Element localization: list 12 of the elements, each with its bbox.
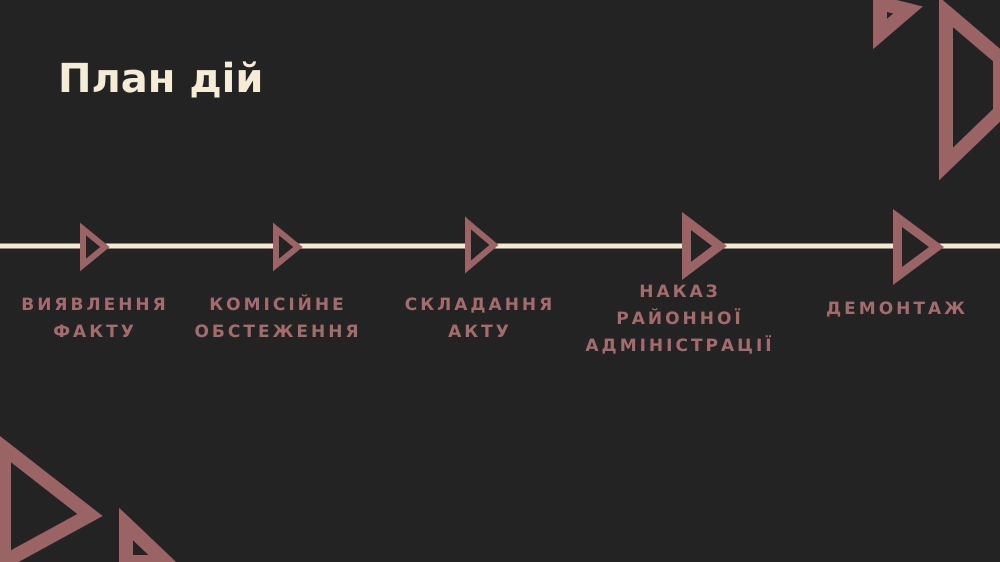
triangle-marker	[682, 212, 724, 280]
step-label: НАКАЗ РАЙОННОЇ АДМІНІСТРАЦІЇ	[584, 281, 776, 358]
triangle-marker	[893, 209, 941, 285]
step-label: СКЛАДАННЯ АКТУ	[404, 294, 556, 344]
triangle-marker	[273, 223, 301, 271]
triangle-marker	[80, 223, 108, 271]
step-label: ВИЯВЛЕННЯ ФАКТУ	[20, 294, 170, 344]
step-label: ДЕМОНТАЖ	[825, 298, 969, 321]
step-label: КОМІСІЙНЕ ОБСТЕЖЕННЯ	[193, 293, 363, 344]
timeline-line	[0, 244, 82, 248]
slide-title: План дій	[58, 56, 264, 102]
triangle-marker	[465, 217, 497, 273]
